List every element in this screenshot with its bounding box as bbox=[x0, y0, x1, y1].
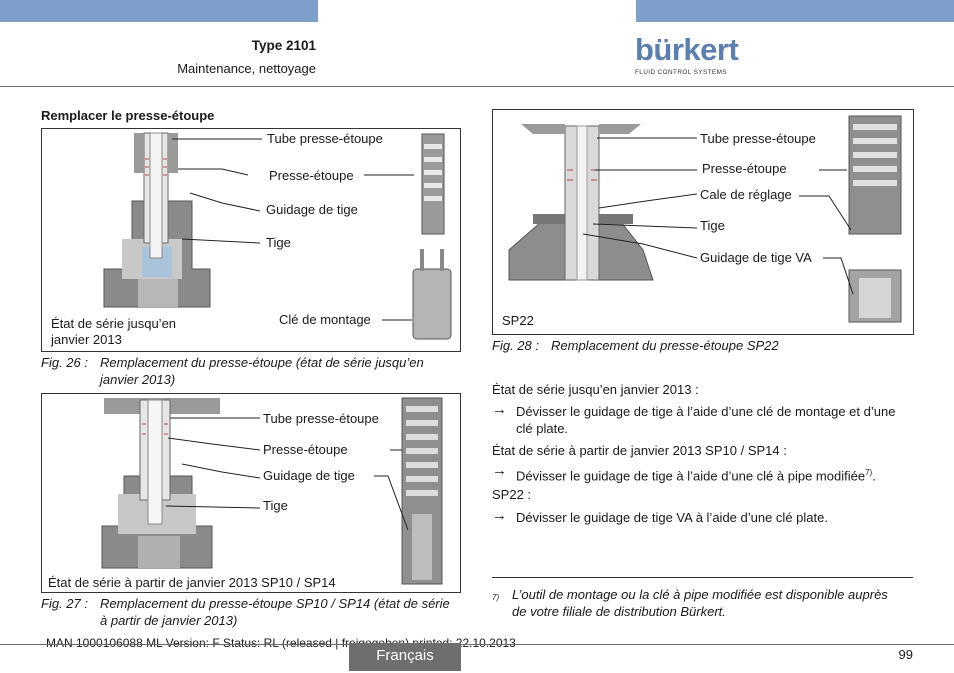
logo-tagline: FLUID CONTROL SYSTEMS bbox=[635, 69, 727, 76]
caption-fig26: Fig. 26 : Remplacement du presse-étoupe … bbox=[41, 354, 461, 388]
label-guidage: Guidage de tige bbox=[266, 202, 358, 217]
caption-number: Fig. 27 : bbox=[41, 596, 88, 611]
label-etat-l1: État de série jusqu’en bbox=[51, 316, 177, 331]
step-2-text: Dévisser le guidage de tige à l’aide d’u… bbox=[516, 468, 866, 484]
label-tube: Tube presse-étoupe bbox=[700, 131, 816, 146]
para-state-3: SP22 : bbox=[492, 487, 532, 502]
para-state-2: État de série à partir de janvier 2013 S… bbox=[492, 443, 787, 458]
label-sp22: SP22 bbox=[502, 313, 534, 328]
figure-28: Tube presse-étoupe Presse-étoupe Cale de… bbox=[492, 109, 914, 335]
logo-word: bürkert bbox=[635, 32, 739, 67]
label-etat: État de série à partir de janvier 2013 S… bbox=[48, 575, 336, 590]
label-etat-l2: janvier 2013 bbox=[51, 332, 122, 347]
label-tige: Tige bbox=[700, 218, 725, 233]
step-1: Dévisser le guidage de tige à l’aide d’u… bbox=[516, 404, 896, 436]
label-cale: Cale de réglage bbox=[700, 187, 792, 202]
footnote-mark: 7) bbox=[492, 593, 500, 602]
para-state-1: État de série jusqu’en janvier 2013 : bbox=[492, 382, 699, 397]
label-presse: Presse-étoupe bbox=[702, 161, 787, 176]
footnote-rule bbox=[492, 577, 913, 578]
caption-number: Fig. 26 : bbox=[41, 355, 88, 370]
arrow-icon: → bbox=[492, 462, 507, 479]
valve-drawing-26 bbox=[103, 132, 452, 340]
arrow-icon: → bbox=[492, 401, 507, 418]
header-bar-left bbox=[0, 0, 318, 22]
arrow-icon: → bbox=[492, 507, 507, 524]
label-tube: Tube presse-étoupe bbox=[263, 411, 379, 426]
label-presse: Presse-étoupe bbox=[263, 442, 348, 457]
label-tige: Tige bbox=[263, 498, 288, 513]
label-tige: Tige bbox=[266, 235, 291, 250]
figure-27: Tube presse-étoupe Presse-étoupe Guidage… bbox=[41, 393, 461, 593]
header-rule bbox=[0, 86, 954, 87]
header-bar-right bbox=[636, 0, 954, 22]
section-title: Remplacer le presse-étoupe bbox=[41, 108, 215, 123]
label-guidage: Guidage de tige VA bbox=[700, 250, 812, 265]
footer-rule bbox=[0, 644, 954, 645]
label-cle: Clé de montage bbox=[279, 312, 371, 327]
footnote-ref: 7) bbox=[865, 468, 873, 477]
step-2-end: . bbox=[872, 468, 876, 484]
doc-type: Type 2101 bbox=[251, 38, 316, 53]
valve-drawing-27 bbox=[101, 397, 443, 585]
caption-text: Remplacement du presse-étoupe SP10 / SP1… bbox=[100, 596, 450, 628]
figure-26: Tube presse-étoupe Presse-étoupe Guidage… bbox=[41, 128, 461, 352]
page-number: 99 bbox=[898, 647, 913, 662]
caption-number: Fig. 28 : bbox=[492, 338, 539, 353]
step-3: Dévisser le guidage de tige VA à l’aide … bbox=[516, 510, 828, 525]
caption-text: Remplacement du presse-étoupe (état de s… bbox=[100, 355, 424, 387]
caption-text: Remplacement du presse-étoupe SP22 bbox=[551, 338, 779, 353]
label-presse: Presse-étoupe bbox=[269, 168, 354, 183]
label-tube: Tube presse-étoupe bbox=[267, 131, 383, 146]
chapter-title: Maintenance, nettoyage bbox=[177, 61, 316, 76]
caption-fig27: Fig. 27 : Remplacement du presse-étoupe … bbox=[41, 595, 461, 629]
label-guidage: Guidage de tige bbox=[263, 468, 355, 483]
footnote-text: L’outil de montage ou la clé à pipe modi… bbox=[512, 587, 888, 619]
caption-fig28: Fig. 28 : Remplacement du presse-étoupe … bbox=[492, 337, 912, 355]
language-tab: Français bbox=[349, 643, 461, 671]
step-2: Dévisser le guidage de tige à l’aide d’u… bbox=[516, 464, 876, 484]
valve-drawing-28 bbox=[508, 115, 902, 323]
burkert-logo: bürkert FLUID CONTROL SYSTEMS bbox=[635, 32, 739, 78]
